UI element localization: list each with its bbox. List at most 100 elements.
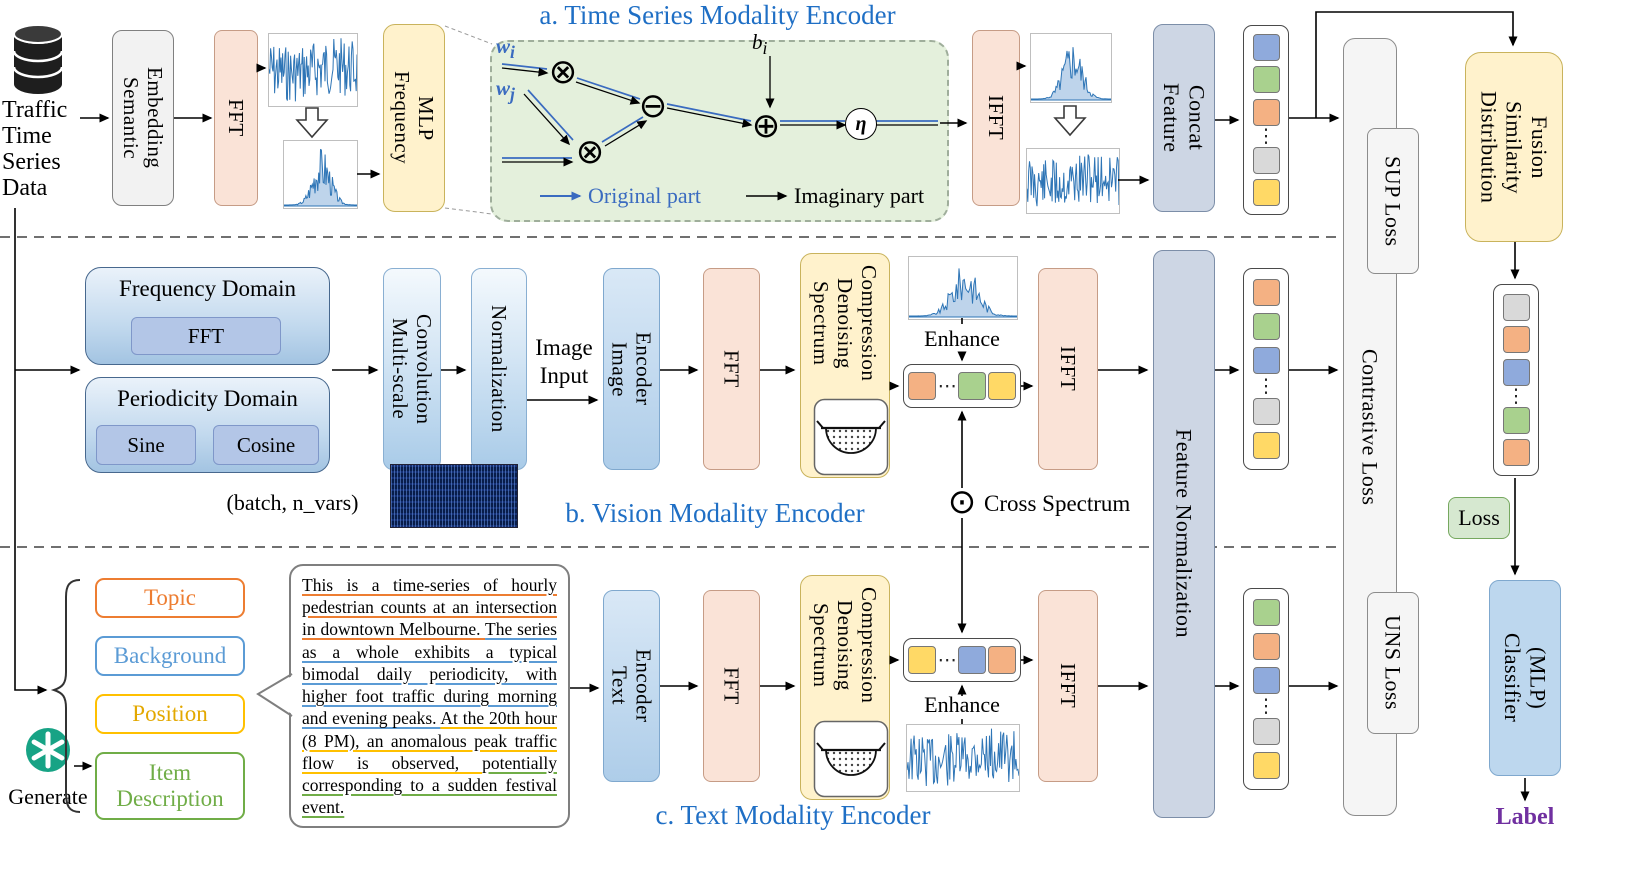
openai-icon <box>26 728 70 772</box>
heatmap-image <box>390 464 518 528</box>
topic-box: Topic <box>95 578 245 618</box>
feature-normalization-box: Feature Normalization <box>1153 250 1215 818</box>
signal-plot <box>906 724 1020 792</box>
sup-loss-box: SUP Loss <box>1367 128 1419 274</box>
signal-plot <box>1026 148 1120 214</box>
feature-square-blue <box>958 646 987 674</box>
frequency-domain-title: Frequency Domain <box>119 276 296 301</box>
multiscale-convolution-box: Multi-scale Convolution <box>383 268 441 470</box>
ifft-box-c: IFFT <box>1038 590 1098 782</box>
ellipsis: ⋮ <box>1506 385 1526 407</box>
feature-square-gray <box>1252 146 1280 174</box>
feature-square-gray <box>1252 718 1280 746</box>
semantic-embedding-box: Semantic Embedding <box>112 30 174 206</box>
fft-box-c: FFT <box>703 590 760 782</box>
database-icon <box>12 24 64 94</box>
data-source-label: Traffic Time Series Data <box>2 97 68 201</box>
feature-square-orange <box>987 646 1016 674</box>
legend-original-part: Original part <box>588 183 702 208</box>
description-segment-blue: The series as a whole exhibits a typical… <box>302 619 557 729</box>
feature-square-blue <box>1252 666 1280 694</box>
feature-square-gray <box>1252 398 1280 426</box>
section-a-title: a. Time Series Modality Encoder <box>539 0 896 30</box>
uns-loss-box: UNS Loss <box>1367 592 1419 734</box>
ellipsis: ⋮ <box>1256 694 1276 717</box>
fft-box-a: FFT <box>214 30 258 206</box>
periodicity-domain-box: Periodicity Domain Sine Cosine <box>85 377 330 473</box>
feature-vector-a: ⋮ <box>1243 25 1289 215</box>
label-text: Label <box>1495 804 1555 830</box>
multiply-icon: ⊗ <box>548 52 578 92</box>
feature-square-orange <box>1502 439 1530 467</box>
description-segment-green: potentially corresponding to a sudden fe… <box>302 752 557 818</box>
classifier-box: Classifier (MLP) <box>1489 580 1561 776</box>
normalization-box: Normalization <box>471 268 527 470</box>
frequency-mlp-box: Frequency MLP <box>383 24 445 212</box>
add-icon: ⊕ <box>751 106 781 146</box>
subtract-icon: ⊖ <box>638 86 668 126</box>
enhanced-feature-row-b: ⋯ <box>903 364 1021 408</box>
image-encoder-box: Image Encoder <box>603 268 660 470</box>
section-b-title: b. Vision Modality Encoder <box>565 498 865 528</box>
cosine-box: Cosine <box>213 425 319 465</box>
feature-square-green <box>1502 406 1530 434</box>
feature-square-orange <box>1252 278 1280 306</box>
ellipsis: ⋯ <box>937 374 957 397</box>
feature-vector-b: ⋮ <box>1243 268 1289 470</box>
feature-square-orange <box>1502 326 1530 353</box>
ellipsis: ⋯ <box>937 648 957 671</box>
feature-square-blue <box>1252 34 1280 62</box>
bias-i-label: bi <box>752 30 768 59</box>
ellipsis: ⋮ <box>1256 374 1276 397</box>
batch-nvars-label: (batch, n_vars) <box>226 490 359 515</box>
fft-box-b: FFT <box>703 268 760 470</box>
eta-activation-icon: η <box>845 108 877 140</box>
feature-square-green <box>1252 312 1280 340</box>
enhance-label-b: Enhance <box>924 326 1000 351</box>
feature-square-yellow <box>987 372 1016 400</box>
feature-concat-box: Feature Concat <box>1153 24 1215 212</box>
feature-square-yellow <box>1252 178 1280 206</box>
cross-spectrum-icon: ⊙ <box>947 482 977 522</box>
spectrum-denoising-box-b: Spectrum Denoising Compression <box>800 253 890 478</box>
feature-square-orange <box>1252 632 1280 660</box>
periodicity-domain-title: Periodicity Domain <box>117 386 298 411</box>
legend-imaginary-part: Imaginary part <box>794 183 925 208</box>
ellipsis: ⋮ <box>1256 124 1276 147</box>
weight-i-label: wi <box>496 34 515 63</box>
description-bubble: This is a time-series of hourly pedestri… <box>289 564 570 829</box>
spectrum-plot <box>283 140 358 209</box>
feature-square-yellow <box>1252 752 1280 780</box>
item-description-box: Item Description <box>95 752 245 820</box>
fused-feature-vector: ⋮ <box>1493 284 1539 476</box>
multiply-icon: ⊗ <box>575 132 605 172</box>
loss-box: Loss <box>1448 497 1510 539</box>
weight-j-label: wj <box>496 76 515 105</box>
frequency-domain-box: Frequency Domain FFT <box>85 267 330 365</box>
cross-spectrum-label: Cross Spectrum <box>984 491 1131 516</box>
feature-vector-c: ⋮ <box>1243 588 1289 790</box>
feature-square-green <box>1252 598 1280 626</box>
enhance-label-c: Enhance <box>924 692 1000 717</box>
feature-square-gray <box>1502 293 1530 321</box>
description-segment-orange: This is a time-series of hourly pedestri… <box>302 575 557 640</box>
feature-square-blue <box>1252 346 1280 374</box>
feature-square-green <box>1252 66 1280 94</box>
section-c-title: c. Text Modality Encoder <box>655 800 931 830</box>
signal-plot <box>268 33 358 107</box>
feature-square-orange <box>1252 98 1280 126</box>
feature-square-blue <box>1502 358 1530 386</box>
distribution-similarity-fusion-box: Distribution Similarity Fusion <box>1465 52 1563 242</box>
fft-inner-box: FFT <box>131 317 281 355</box>
generate-label: Generate <box>8 784 88 809</box>
image-input-label: Image Input <box>535 335 593 388</box>
ifft-box-b: IFFT <box>1038 268 1098 470</box>
spectrum-denoising-box-c: Spectrum Denoising Compression <box>800 575 890 800</box>
feature-square-yellow <box>1252 432 1280 460</box>
spectrum-plot <box>1030 33 1112 103</box>
description-segment-yellow: At the 20th hour (8 PM), an anomalous pe… <box>302 708 557 773</box>
background-box: Background <box>95 636 245 676</box>
feature-square-yellow <box>908 646 937 674</box>
spectrum-plot <box>908 256 1018 320</box>
